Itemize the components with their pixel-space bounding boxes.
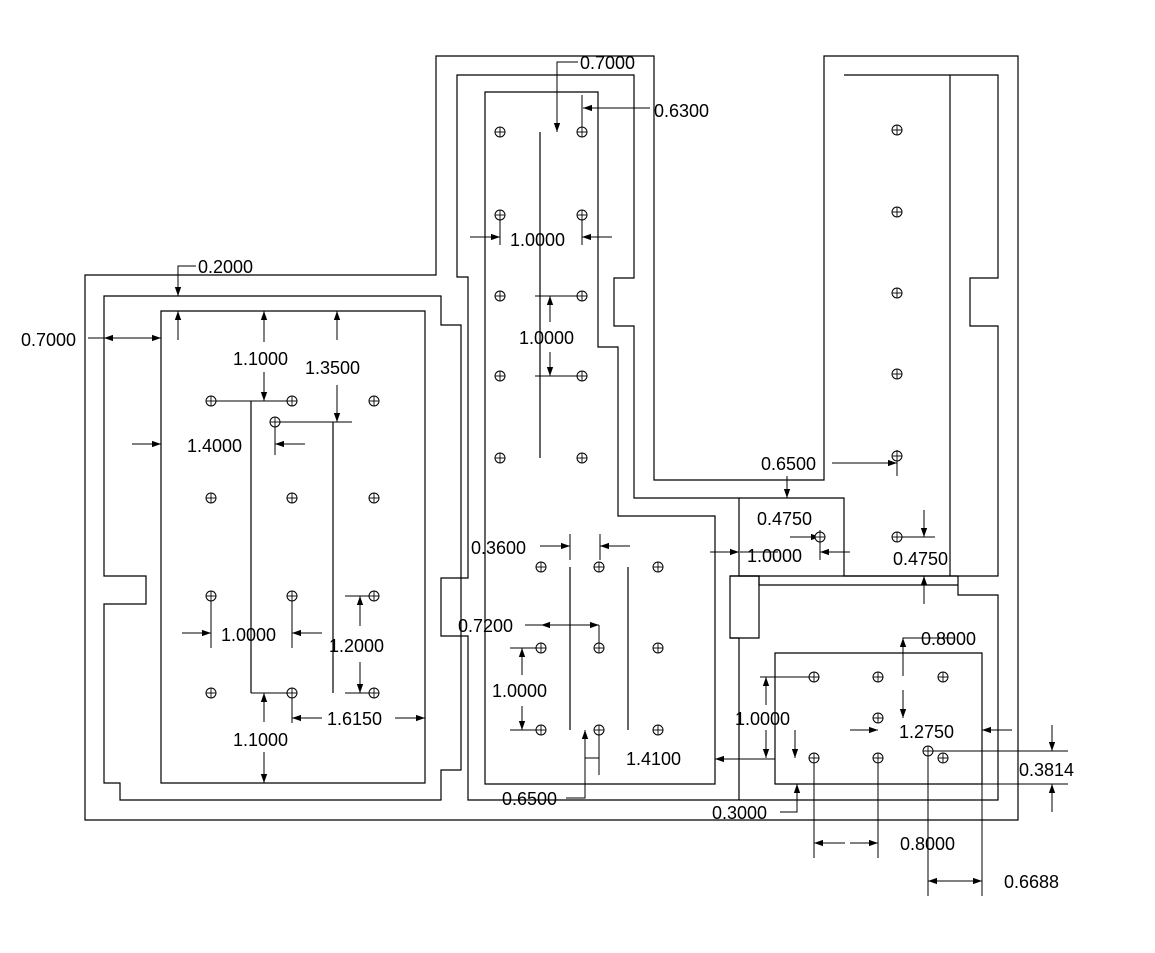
point-marker-icon [576, 126, 588, 138]
dim-label-2: 1.0000 [510, 230, 565, 250]
point-marker-icon [891, 368, 903, 380]
point-marker-icon [922, 745, 934, 757]
point-marker-icon [494, 370, 506, 382]
point-marker-icon [652, 642, 664, 654]
bottom-right-room-outer [739, 575, 999, 801]
dim-label-21: 0.6500 [502, 789, 557, 809]
dim-label-15: 1.0000 [747, 546, 802, 566]
dim-label-0: 0.7000 [580, 53, 635, 73]
point-marker-icon [535, 724, 547, 736]
point-marker-icon [891, 531, 903, 543]
point-marker-icon [593, 724, 605, 736]
dim-label-9: 1.0000 [221, 625, 276, 645]
point-marker-icon [937, 752, 949, 764]
dimension-labels: 0.7000 0.6300 1.0000 1.0000 0.2000 0.700… [21, 53, 1074, 892]
point-marker-icon [808, 752, 820, 764]
point-marker-icon [891, 206, 903, 218]
dim-label-25: 0.3814 [1019, 760, 1074, 780]
point-marker-icon [593, 561, 605, 573]
point-marker-icon [937, 671, 949, 683]
dim-label-3: 1.0000 [519, 328, 574, 348]
point-marker-icon [872, 752, 884, 764]
dim-label-7: 1.3500 [305, 358, 360, 378]
dim-label-13: 0.6500 [761, 454, 816, 474]
point-marker-icon [269, 416, 281, 428]
dim-label-12: 1.6150 [327, 709, 382, 729]
point-marker-icon [535, 642, 547, 654]
point-marker-icon [576, 209, 588, 221]
point-marker-icon [494, 290, 506, 302]
point-marker-icon [286, 687, 298, 699]
point-marker-icon [205, 590, 217, 602]
point-marker-icon [286, 492, 298, 504]
dim-label-8: 1.4000 [187, 436, 242, 456]
dim-label-24: 1.2750 [899, 722, 954, 742]
point-marker-icon [576, 370, 588, 382]
point-marker-icon [576, 290, 588, 302]
point-marker-icon [891, 450, 903, 462]
point-marker-icon [808, 671, 820, 683]
point-marker-icon [872, 712, 884, 724]
right-room-inner [739, 74, 999, 577]
point-marker-icon [891, 287, 903, 299]
point-marker-icon [891, 124, 903, 136]
point-marker-icon [368, 492, 380, 504]
dim-label-26: 0.3000 [712, 803, 767, 823]
point-marker-icon [814, 531, 826, 543]
point-marker-icon [205, 687, 217, 699]
dim-label-20: 1.4100 [626, 749, 681, 769]
point-marker-icon [368, 590, 380, 602]
outer-boundary [84, 55, 1019, 821]
interior-lines [250, 132, 629, 730]
point-markers [205, 124, 949, 764]
point-marker-icon [576, 452, 588, 464]
point-marker-icon [872, 671, 884, 683]
dim-label-22: 0.8000 [921, 629, 976, 649]
point-marker-icon [368, 687, 380, 699]
dim-label-6: 1.1000 [233, 349, 288, 369]
dim-label-23: 1.0000 [735, 709, 790, 729]
dim-label-19: 1.0000 [492, 681, 547, 701]
point-marker-icon [286, 590, 298, 602]
point-marker-icon [494, 209, 506, 221]
dim-label-10: 1.2000 [329, 636, 384, 656]
point-marker-icon [286, 395, 298, 407]
dim-label-27: 0.8000 [900, 834, 955, 854]
dim-label-5: 0.7000 [21, 330, 76, 350]
dim-label-14: 0.4750 [757, 509, 812, 529]
dim-label-1: 0.6300 [654, 101, 709, 121]
point-marker-icon [494, 126, 506, 138]
bottom-right-connector [730, 575, 760, 639]
point-marker-icon [205, 492, 217, 504]
dim-label-18: 0.7200 [458, 616, 513, 636]
point-marker-icon [535, 561, 547, 573]
point-marker-icon [494, 452, 506, 464]
dim-label-11: 1.1000 [233, 730, 288, 750]
left-room-inner [160, 310, 426, 784]
dim-label-4: 0.2000 [198, 257, 253, 277]
point-marker-icon [205, 395, 217, 407]
point-marker-icon [652, 724, 664, 736]
point-marker-icon [652, 561, 664, 573]
dimension-lines [88, 61, 1068, 896]
dim-label-28: 0.6688 [1004, 872, 1059, 892]
point-marker-icon [593, 642, 605, 654]
dim-label-17: 0.3600 [471, 538, 526, 558]
left-room-outer-wall [103, 295, 462, 801]
dim-label-16: 0.4750 [893, 549, 948, 569]
middle-corridor-inner [484, 91, 716, 785]
middle-corridor-outer [440, 74, 740, 801]
point-marker-icon [368, 395, 380, 407]
